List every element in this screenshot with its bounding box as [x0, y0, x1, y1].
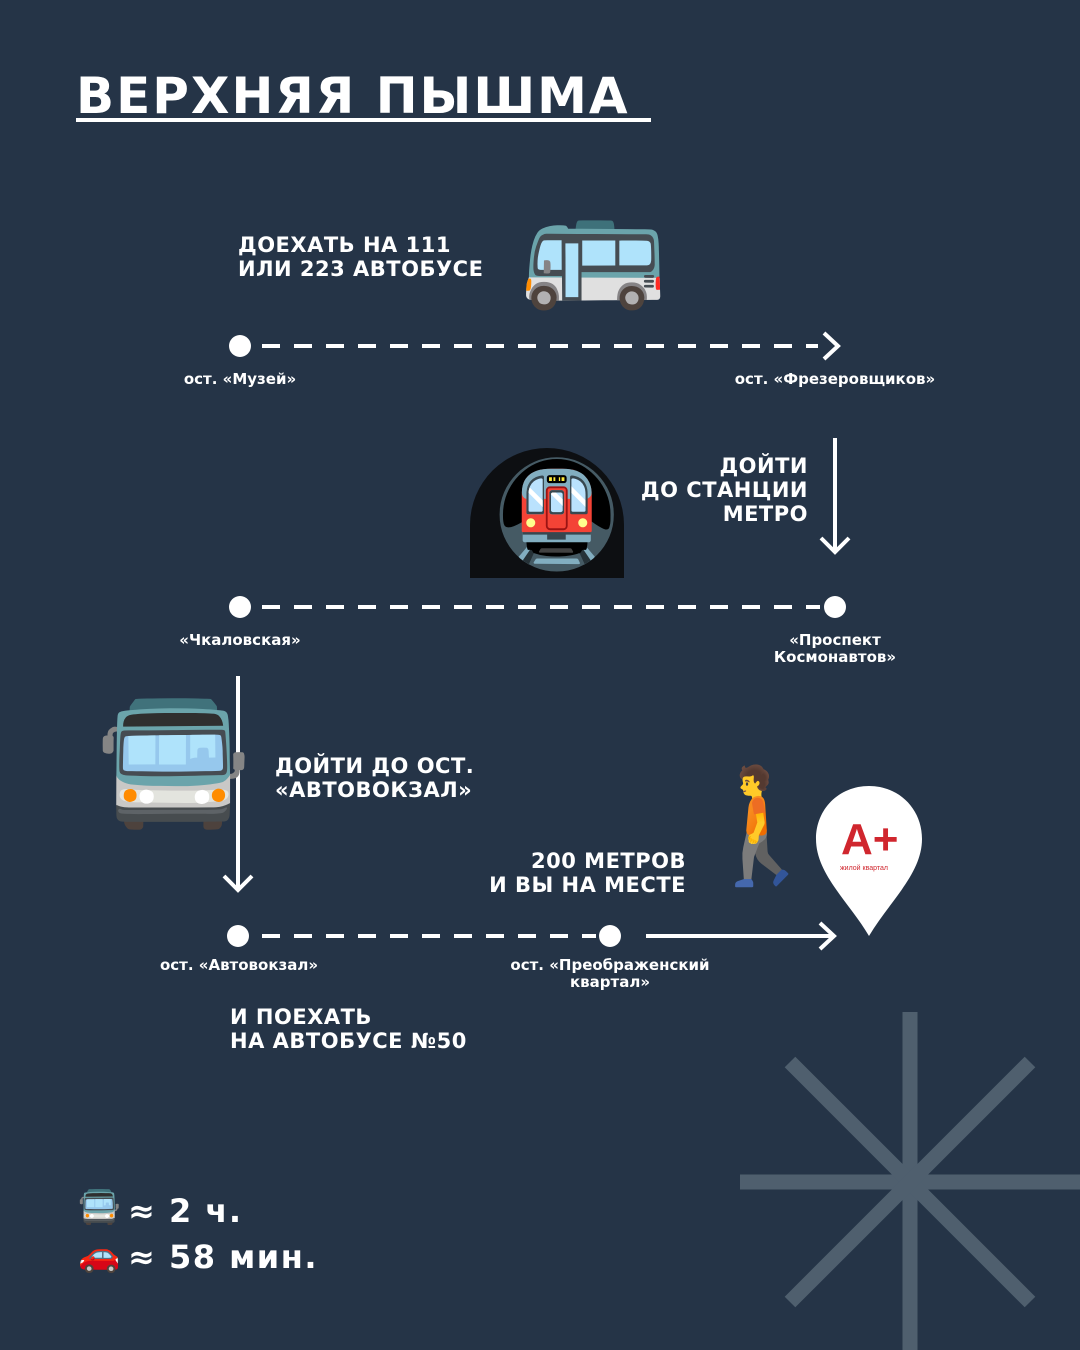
step-walk-avtovokzal: ДОЙТИ ДО ОСТ. «АВТОВОКЗАЛ»	[275, 754, 475, 802]
pin-caption-text: жилой квартал	[840, 864, 888, 872]
oncoming-bus-icon: 🚍	[96, 690, 251, 834]
walk-to-avtovokzal-arrowhead	[222, 874, 254, 893]
car-icon: 🚗	[78, 1235, 121, 1275]
stop-dot-prospekt	[824, 596, 846, 618]
metro-icon: 🚇	[492, 453, 622, 575]
walking-person-icon: 🚶	[692, 761, 832, 891]
car-travel-time: ≈ 58 мин.	[128, 1238, 318, 1276]
step-walk-metro: ДОЙТИ ДО СТАНЦИИ МЕТРО	[640, 454, 808, 526]
step-bus-111-223: ДОЕХАТЬ НА 111 ИЛИ 223 АВТОБУСЕ	[238, 233, 484, 281]
stop-label-avtovokzal: ост. «Автовокзал»	[159, 956, 319, 974]
bus-time-icon: 🚍	[78, 1187, 121, 1227]
stop-label-preobrazhenskiy: ост. «Преображенский квартал»	[510, 956, 710, 991]
metro-tunnel: 🚇	[470, 448, 624, 578]
final-walk-arrowhead	[818, 921, 837, 951]
stop-label-chkalovskaya: «Чкаловская»	[179, 631, 301, 649]
pin-logo-text: A+	[841, 815, 898, 864]
stop-dot-chkalovskaya	[229, 596, 251, 618]
stop-dot-avtovokzal	[227, 925, 249, 947]
stop-label-frezerovshchikov: ост. «Фрезеровщиков»	[734, 370, 936, 388]
step-final-walk: 200 МЕТРОВ И ВЫ НА МЕСТЕ	[489, 849, 686, 897]
page-title: ВЕРХНЯЯ ПЫШМА	[76, 67, 630, 125]
step-bus-50: И ПОЕХАТЬ НА АВТОБУСЕ №50	[230, 1005, 467, 1053]
destination-pin-icon: A+ жилой квартал	[816, 786, 922, 936]
stop-label-muzey: ост. «Музей»	[183, 370, 297, 388]
bus-travel-time: ≈ 2 ч.	[128, 1192, 243, 1230]
walk-to-metro-arrowhead	[819, 536, 851, 555]
stop-dot-preobrazhenskiy	[599, 925, 621, 947]
bus-icon: 🚌	[520, 176, 667, 314]
route-bus-arrowhead	[822, 331, 841, 361]
title-underline	[76, 118, 651, 122]
decorative-asterisk	[740, 1012, 1080, 1350]
stop-label-prospekt-kosmonavtov: «Проспект Космонавтов»	[773, 631, 897, 666]
stop-dot-muzey	[229, 335, 251, 357]
